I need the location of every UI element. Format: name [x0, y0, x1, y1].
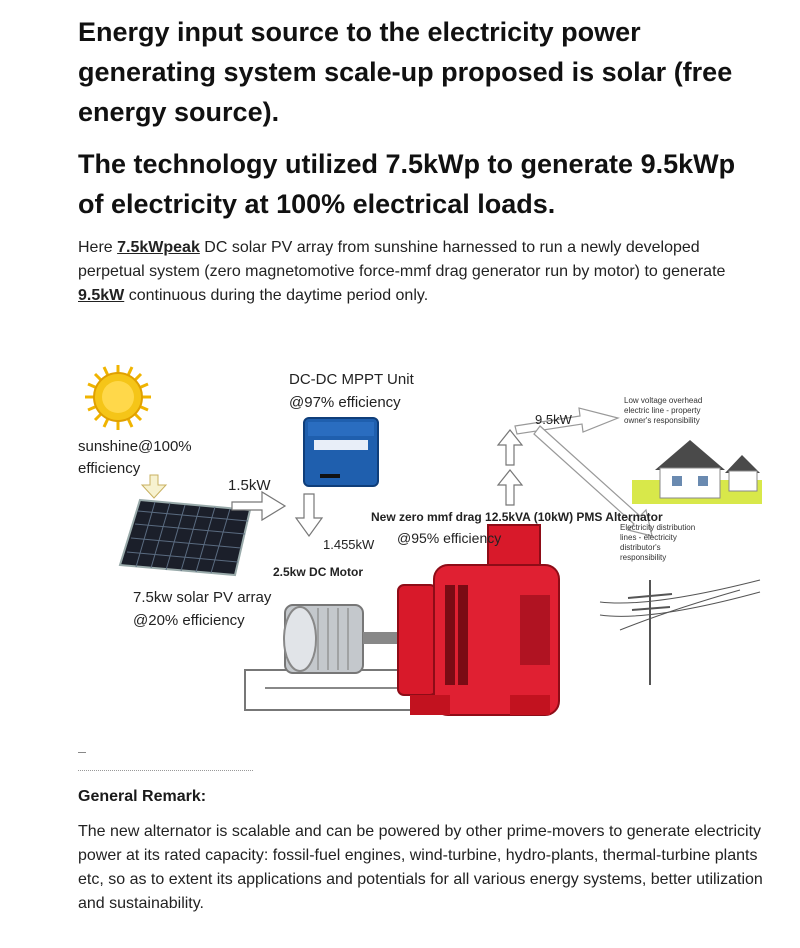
distribution-text-4: responsibility [620, 553, 695, 563]
mppt-efficiency-label: @97% efficiency [289, 394, 401, 411]
sun-to-panel-arrow [142, 475, 166, 498]
remark-heading: General Remark: [78, 788, 206, 806]
heading-solar-source: Energy input source to the electricity p… [78, 12, 758, 132]
power-9-5kw-label: 9.5kW [535, 412, 572, 427]
alternator-icon [398, 525, 559, 715]
overhead-line-text-3: owner's responsibility [624, 416, 702, 426]
power-pole-icon [600, 580, 760, 685]
pv-array-label: 7.5kw solar PV array [133, 589, 271, 606]
distribution-lines-label: Electricity distribution lines - electri… [620, 523, 695, 563]
house-icon [632, 440, 762, 504]
footnote-dash [78, 752, 86, 753]
motor-label: 2.5kw DC Motor [273, 565, 363, 579]
pv-efficiency-label: @20% efficiency [133, 612, 245, 629]
alternator-up-arrow [498, 470, 522, 505]
distribution-text-3: distributor's [620, 543, 695, 553]
sunshine-label: sunshine@100% [78, 438, 192, 455]
overhead-line-text-2: electric line - property [624, 406, 702, 416]
intro-paragraph: Here 7.5kWpeak DC solar PV array from su… [78, 236, 758, 308]
mppt-to-motor-arrow [296, 494, 322, 536]
power-1-455kw-label: 1.455kW [323, 537, 374, 552]
alternator-efficiency-label: @95% efficiency [397, 530, 501, 546]
sun-icon [85, 365, 151, 430]
overhead-line-text-1: Low voltage overhead [624, 396, 702, 406]
distribution-text-1: Electricity distribution [620, 523, 695, 533]
distribution-text-2: lines - electricity [620, 533, 695, 543]
intro-text-3: continuous during the daytime period onl… [124, 287, 428, 304]
intro-text-1: Here [78, 239, 117, 256]
alternator-label: New zero mmf drag 12.5kVA (10kW) PMS Alt… [371, 510, 663, 524]
sunshine-efficiency-label: efficiency [78, 460, 140, 477]
intro-bold-75kwpeak: 7.5kWpeak [117, 239, 200, 256]
footnote-separator [78, 770, 253, 771]
solar-panel-icon [120, 500, 250, 575]
overhead-line-label: Low voltage overhead electric line - pro… [624, 396, 702, 426]
mppt-unit-icon [304, 418, 378, 486]
mppt-label: DC-DC MPPT Unit [289, 371, 414, 388]
intro-bold-95kw: 9.5kW [78, 287, 124, 304]
alternator-up-arrow-2 [498, 430, 522, 465]
heading-technology: The technology utilized 7.5kWp to genera… [78, 144, 758, 224]
power-1-5kw-label: 1.5kW [228, 477, 271, 494]
dc-motor-icon [284, 605, 397, 673]
remark-text: The new alternator is scalable and can b… [78, 820, 768, 916]
